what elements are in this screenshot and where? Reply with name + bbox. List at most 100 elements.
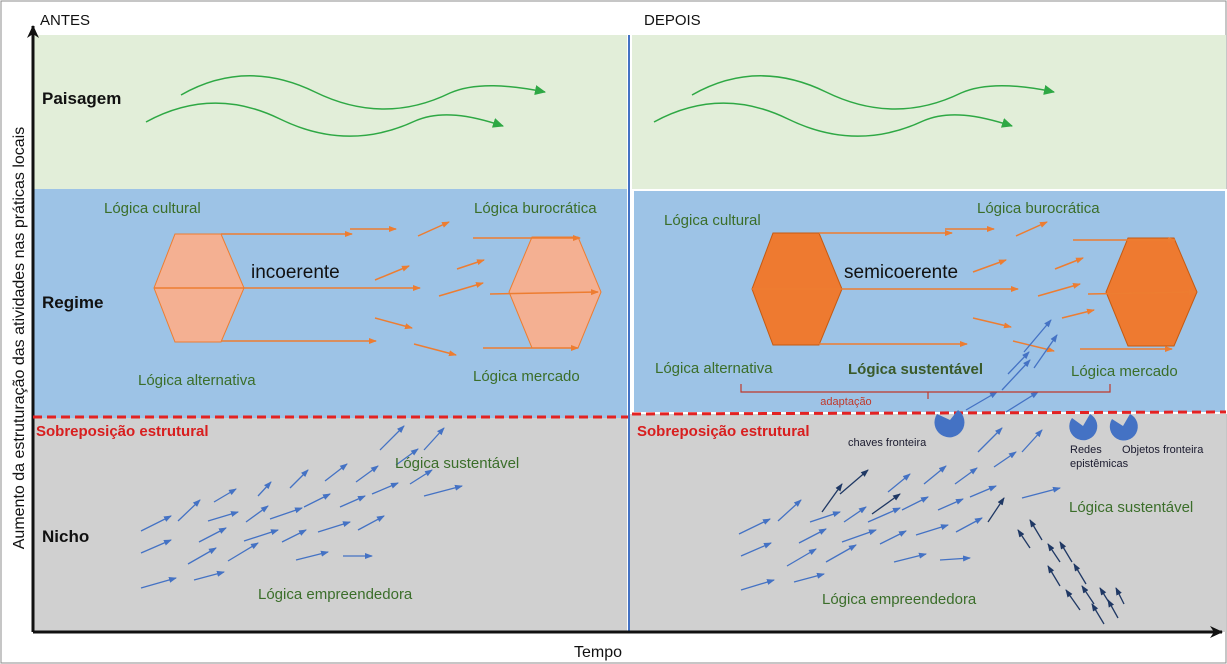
overlap-line: [631, 410, 1227, 416]
landscape-wave-arrow: [653, 102, 1013, 137]
blue-arrow: [140, 577, 177, 589]
navy-arrow: [987, 497, 1005, 523]
blue-arrow: [213, 488, 237, 503]
blue-arrow: [324, 463, 348, 482]
label-boundary-objects: Objetos fronteira: [1122, 444, 1204, 456]
niche-arrows-before: [140, 425, 463, 589]
orange-arrow: [374, 265, 410, 281]
blue-arrow: [281, 529, 307, 543]
blue-arrow: [295, 550, 329, 561]
blue-arrow: [1005, 391, 1039, 413]
x-axis-label: Tempo: [574, 644, 622, 661]
header-after: DEPOIS: [644, 12, 701, 29]
blue-arrow: [777, 499, 802, 522]
blue-arrow: [1021, 429, 1043, 453]
orange-arrow: [1037, 283, 1081, 297]
landscape-wave-arrow: [691, 75, 1055, 110]
blue-arrow: [738, 518, 771, 535]
orange-arrow: [1061, 308, 1095, 319]
blue-arrow: [825, 544, 857, 563]
label-epistemic-networks: Redes epistêmicas: [1070, 444, 1129, 470]
landscape-wave-arrow: [145, 102, 504, 137]
blue-arrow: [193, 570, 225, 581]
blue-arrow: [227, 542, 259, 562]
epistemic-line-2: epistêmicas: [1070, 458, 1129, 470]
regime-arrows-before: [154, 221, 599, 357]
orange-arrow: [1015, 221, 1048, 237]
crossing-arrows-after: [965, 319, 1058, 413]
blue-arrow: [843, 506, 867, 523]
boundary-keys-shape: [934, 410, 965, 438]
orange-arrow: [489, 289, 599, 296]
orange-arrow: [438, 282, 484, 297]
blue-arrow: [207, 511, 239, 522]
epistemic-line-1: Redes: [1070, 444, 1102, 456]
blue-arrow: [187, 547, 217, 565]
blue-arrow: [355, 465, 379, 483]
landscape-band-before: [33, 35, 627, 190]
blue-arrow: [1023, 319, 1052, 353]
blue-arrow: [793, 572, 825, 583]
blue-arrow: [379, 425, 405, 451]
label-entrepreneurial-before: Lógica empreendedora: [258, 586, 413, 603]
label-adaptation: adaptação: [820, 396, 871, 408]
blue-arrow: [893, 552, 927, 563]
label-cultural-before: Lógica cultural: [104, 200, 201, 217]
orange-arrow: [972, 259, 1007, 273]
blue-arrow: [740, 579, 775, 591]
label-market-before: Lógica mercado: [473, 368, 580, 385]
blue-arrow: [140, 539, 172, 554]
blue-arrow: [955, 517, 983, 533]
blue-arrow: [1021, 486, 1061, 499]
blue-arrow: [887, 473, 911, 493]
blue-arrow: [423, 427, 445, 451]
label-entrepreneurial-after: Lógica empreendedora: [822, 591, 977, 608]
navy-arrow: [871, 493, 901, 515]
band-label-landscape: Paisagem: [42, 89, 121, 108]
blue-arrow: [809, 511, 841, 523]
y-axis-label: Aumento da estruturação das atividades n…: [11, 127, 28, 549]
navy-arrow: [1107, 599, 1119, 619]
header-before: ANTES: [40, 12, 90, 29]
adaptation-bracket: [740, 384, 1111, 399]
navy-arrow: [1081, 585, 1095, 605]
blue-arrow: [798, 528, 827, 544]
landscape-wave-arrow: [180, 75, 546, 110]
navy-arrow: [1047, 543, 1061, 563]
regime-arrows-after: [752, 221, 1197, 353]
blue-arrow: [841, 529, 877, 543]
orange-arrow: [456, 259, 485, 270]
blue-arrow: [409, 469, 433, 485]
navy-arrow: [1047, 565, 1061, 587]
navy-arrow: [1017, 529, 1031, 549]
blue-arrow: [177, 499, 201, 522]
label-alternative-before: Lógica alternativa: [138, 372, 256, 389]
blue-arrow: [939, 555, 971, 562]
blue-arrow: [901, 496, 929, 511]
navy-arrow: [1065, 589, 1081, 611]
label-sustainable-niche-after: Lógica sustentável: [1069, 499, 1193, 516]
blue-arrow: [867, 507, 901, 523]
blue-arrow: [269, 507, 303, 520]
label-bureaucratic-before: Lógica burocrática: [474, 200, 597, 217]
orange-arrow: [1087, 289, 1197, 296]
navy-arrow: [1073, 563, 1087, 585]
blue-arrow: [915, 524, 949, 536]
blue-arrow: [317, 521, 351, 533]
blue-arrow: [954, 467, 978, 485]
label-overlap-after: Sobreposição estrutural: [637, 423, 810, 440]
orange-arrow: [374, 317, 413, 330]
label-center-after: semicoerente: [844, 262, 958, 283]
blue-arrow: [965, 391, 998, 411]
blue-arrow: [243, 529, 279, 542]
blue-arrow: [357, 515, 385, 531]
label-sustainable-regime-after: Lógica sustentável: [848, 361, 983, 378]
label-overlap-before: Sobreposição estrutural: [36, 423, 209, 440]
blue-arrow: [879, 530, 907, 545]
blue-arrow: [140, 515, 172, 532]
blue-arrow: [1001, 359, 1031, 391]
navy-arrow: [821, 483, 843, 513]
blue-arrow: [245, 505, 269, 523]
label-bureaucratic-after: Lógica burocrática: [977, 200, 1100, 217]
